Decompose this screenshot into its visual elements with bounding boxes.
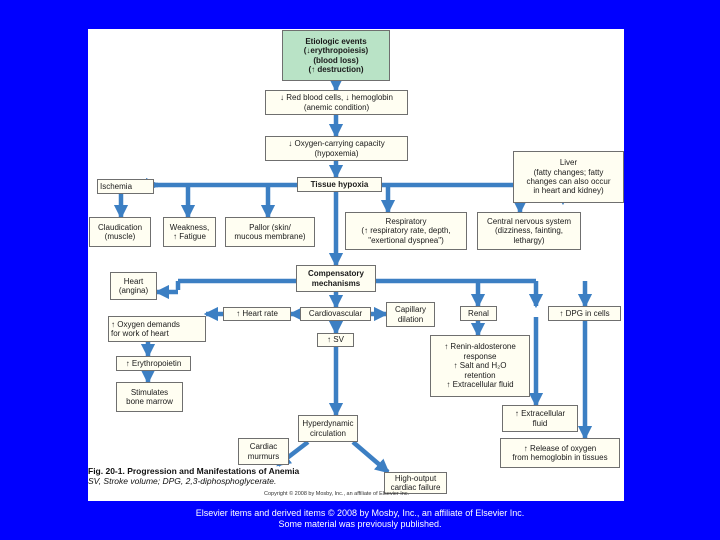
- box-text-line: mucous membrane): [234, 232, 306, 241]
- slide-footer: Elsevier items and derived items © 2008 …: [0, 508, 720, 530]
- box-text-line: Claudication: [97, 222, 143, 232]
- box-text-line: response: [463, 351, 497, 361]
- box-text-line: (angina): [118, 286, 149, 295]
- box-text-line: (dizziness, fainting,: [494, 226, 564, 236]
- box-text-line: ↑ Release of oxygen: [523, 443, 597, 453]
- pallor-box: Pallor (skin/mucous membrane): [225, 217, 315, 247]
- footer-line-2: Some material was previously published.: [278, 519, 442, 529]
- box-text-line: Central nervous system: [486, 216, 572, 226]
- box-text-line: Tissue hypoxia: [310, 179, 369, 189]
- box-text-line: "exertional dyspnea"): [368, 235, 444, 245]
- box-text-line: ↓ Red blood cells, ↓ hemoglobin: [280, 93, 393, 103]
- figure-caption: Fig. 20-1. Progression and Manifestation…: [88, 466, 299, 486]
- dpg-box: ↑ DPG in cells: [548, 306, 621, 321]
- box-text-line: (anemic condition): [303, 102, 370, 112]
- box-text-line: Weakness,: [169, 222, 210, 232]
- box-text-line: ↑ Salt and H₂O: [453, 361, 507, 371]
- box-text-line: Stimulates: [130, 387, 169, 397]
- box-text-line: Heart: [123, 276, 144, 286]
- box-text-line: ↑ Heart rate: [236, 309, 278, 319]
- box-text-line: lethargy): [513, 235, 545, 245]
- renal-box: Renal: [460, 306, 497, 321]
- box-text-line: (↓erythropoiesis): [303, 46, 369, 56]
- box-text-line: ↑ DPG in cells: [559, 308, 610, 318]
- box-text-line: ↑ Fatigue: [173, 232, 206, 241]
- figure-caption-title: Fig. 20-1. Progression and Manifestation…: [88, 466, 300, 476]
- box-text-line: cardiac failure: [390, 483, 441, 492]
- box-text-line: ↑ Erythropoietin: [125, 358, 182, 368]
- box-text-line: for work of heart: [111, 329, 169, 338]
- box-text-line: Renal: [468, 308, 489, 318]
- box-text-line: High-output: [394, 473, 437, 483]
- box-text-line: (↑ destruction): [308, 64, 364, 74]
- box-text-line: Cardiac: [249, 442, 278, 452]
- box-text-line: dilation: [397, 314, 424, 324]
- box-text-line: fluid: [532, 418, 548, 428]
- box-text-line: ↑ Renin-aldosterone: [444, 342, 516, 352]
- box-text-line: Compensatory: [307, 269, 364, 279]
- cardiovascular-box: Cardiovascular: [300, 307, 371, 321]
- box-text-line: (fatty changes; fatty: [533, 167, 604, 177]
- box-text-line: (hypoxemia): [314, 148, 359, 158]
- box-text-line: ↑ Extracellular fluid: [446, 380, 514, 390]
- box-text-line: ↑ Oxygen demands: [111, 319, 180, 329]
- box-text-line: (blood loss): [313, 55, 359, 65]
- footer-line-1: Elsevier items and derived items © 2008 …: [195, 508, 525, 518]
- oxygen-capacity-box: ↓ Oxygen-carrying capacity(hypoxemia): [265, 136, 408, 161]
- box-text-line: ↑ Extracellular: [514, 409, 566, 419]
- box-text-line: ↑ SV: [327, 335, 344, 345]
- box-text-line: mechanisms: [311, 278, 361, 288]
- weakness-box: Weakness,↑ Fatigue: [163, 217, 216, 247]
- box-text-line: changes can also occur: [526, 177, 611, 186]
- heart-rate-box: ↑ Heart rate: [223, 307, 291, 321]
- box-text-line: Capillary: [394, 305, 427, 315]
- box-text-line: Hyperdynamic: [302, 419, 354, 429]
- box-text-line: Respiratory: [385, 216, 427, 226]
- box-text-line: in heart and kidney): [533, 186, 604, 196]
- cns-box: Central nervous system(dizziness, fainti…: [477, 212, 581, 250]
- ischemia-box: Ischemia: [97, 179, 154, 194]
- figure-caption-abbreviations: SV, Stroke volume; DPG, 2,3-diphosphogly…: [88, 476, 277, 486]
- box-text-line: Liver: [559, 158, 578, 168]
- box-text-line: (muscle): [104, 232, 136, 241]
- box-text-line: Pallor (skin/: [249, 222, 291, 232]
- box-text-line: circulation: [309, 428, 346, 438]
- box-text-line: Ischemia: [100, 181, 133, 191]
- respiratory-box: Respiratory(↑ respiratory rate, depth,"e…: [345, 212, 467, 250]
- tissue-hypoxia-box: Tissue hypoxia: [297, 177, 382, 192]
- box-text-line: Cardiovascular: [308, 309, 363, 319]
- box-text-line: from hemoglobin in tissues: [512, 453, 608, 462]
- slide-canvas: Etiologic events(↓erythropoiesis)(blood …: [88, 29, 624, 501]
- red-blood-cells-box: ↓ Red blood cells, ↓ hemoglobin(anemic c…: [265, 90, 408, 115]
- stroke-volume-box: ↑ SV: [317, 333, 354, 347]
- box-text-line: murmurs: [247, 451, 280, 461]
- erythropoietin-box: ↑ Erythropoietin: [116, 356, 191, 371]
- connector-arrow: [351, 440, 390, 474]
- box-text-line: bone marrow: [126, 397, 173, 406]
- box-text-line: retention: [464, 370, 496, 380]
- claudication-box: Claudication(muscle): [89, 217, 151, 247]
- etiologic-events-box: Etiologic events(↓erythropoiesis)(blood …: [282, 30, 390, 81]
- box-text-line: Etiologic events: [305, 36, 367, 46]
- box-text-line: (↑ respiratory rate, depth,: [361, 226, 451, 236]
- copyright-line: Copyright © 2008 by Mosby, Inc., an affi…: [264, 491, 410, 497]
- box-text-line: ↓ Oxygen-carrying capacity: [288, 139, 385, 149]
- heart-box: Heart(angina): [110, 272, 157, 300]
